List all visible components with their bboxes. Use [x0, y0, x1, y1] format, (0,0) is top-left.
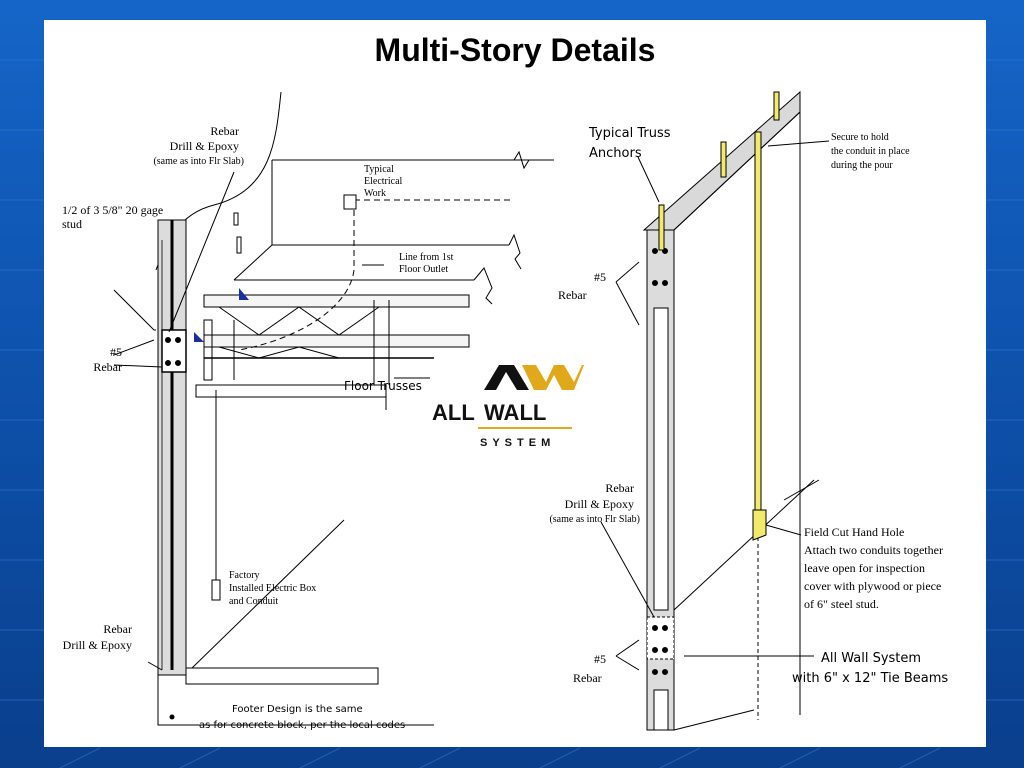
label-leave-open: leave open for inspection: [804, 561, 925, 575]
label-and-conduit: and Conduit: [229, 596, 278, 607]
label-factory: Factory: [229, 570, 260, 581]
slide-panel: Multi-Story Details: [44, 20, 986, 747]
label-secure-3: during the pour: [831, 160, 893, 171]
label-footer-1: Footer Design is the same: [232, 704, 363, 715]
label-num5-left: #5: [110, 345, 122, 359]
logo-word-all: ALL: [432, 400, 475, 425]
detail-drawing: Rebar Drill & Epoxy (same as into Flr Sl…: [62, 90, 948, 731]
label-secure-1: Secure to hold: [831, 132, 889, 143]
label-all-wall-system: All Wall System: [821, 651, 921, 666]
label-typical-truss: Typical Truss: [588, 126, 671, 141]
label-drill-epoxy-bottom: Drill & Epoxy: [63, 638, 132, 652]
label-drill-epoxy-right: Drill & Epoxy: [565, 497, 634, 511]
label-num5-right-bottom: #5: [594, 652, 606, 666]
label-line-from: Line from 1st: [399, 252, 454, 263]
label-tie-beams: with 6" x 12" Tie Beams: [792, 671, 948, 686]
label-installed-box: Installed Electric Box: [229, 583, 316, 594]
label-rebar-bottom: Rebar: [103, 622, 132, 636]
right-wall-detail: [600, 90, 830, 731]
label-steel-stud: of 6" steel stud.: [804, 597, 879, 611]
label-rebar-top: Rebar: [210, 124, 239, 138]
label-same-as-slab-right: (same as into Flr Slab): [549, 514, 640, 525]
label-work: Work: [364, 188, 386, 199]
label-cover-plywood: cover with plywood or piece: [804, 579, 941, 593]
label-same-as-slab-top: (same as into Flr Slab): [153, 156, 244, 167]
label-typical: Typical: [364, 164, 394, 175]
label-field-cut: Field Cut Hand Hole: [804, 525, 904, 539]
label-floor-outlet: Floor Outlet: [399, 264, 448, 275]
logo-word-system: SYSTEM: [480, 437, 555, 449]
right-labels: Typical Truss Anchors Secure to hold the…: [549, 126, 948, 686]
left-section-detail: [113, 91, 554, 726]
label-rebar-right-bottom: Rebar: [573, 671, 602, 685]
label-stud-2: stud: [62, 217, 82, 231]
slide-title: Multi-Story Details: [374, 32, 656, 68]
all-wall-logo: ALL WALL SYSTEM: [432, 365, 584, 449]
label-rebar-right-mid: Rebar: [605, 481, 634, 495]
label-anchors: Anchors: [589, 146, 642, 161]
label-drill-epoxy-top: Drill & Epoxy: [170, 139, 239, 153]
label-electrical: Electrical: [364, 176, 403, 187]
label-rebar-left: Rebar: [93, 360, 122, 374]
label-floor-trusses: Floor Trusses: [344, 379, 422, 393]
label-secure-2: the conduit in place: [831, 146, 910, 157]
label-footer-2: as for concrete block, per the local cod…: [199, 720, 405, 731]
label-num5-right-top: #5: [594, 270, 606, 284]
logo-word-wall: WALL: [484, 400, 546, 425]
label-rebar-right-top: Rebar: [558, 288, 587, 302]
left-labels: Rebar Drill & Epoxy (same as into Flr Sl…: [62, 124, 454, 731]
label-attach-conduits: Attach two conduits together: [804, 543, 943, 557]
label-stud-1: 1/2 of 3 5/8" 20 gage: [62, 203, 163, 217]
